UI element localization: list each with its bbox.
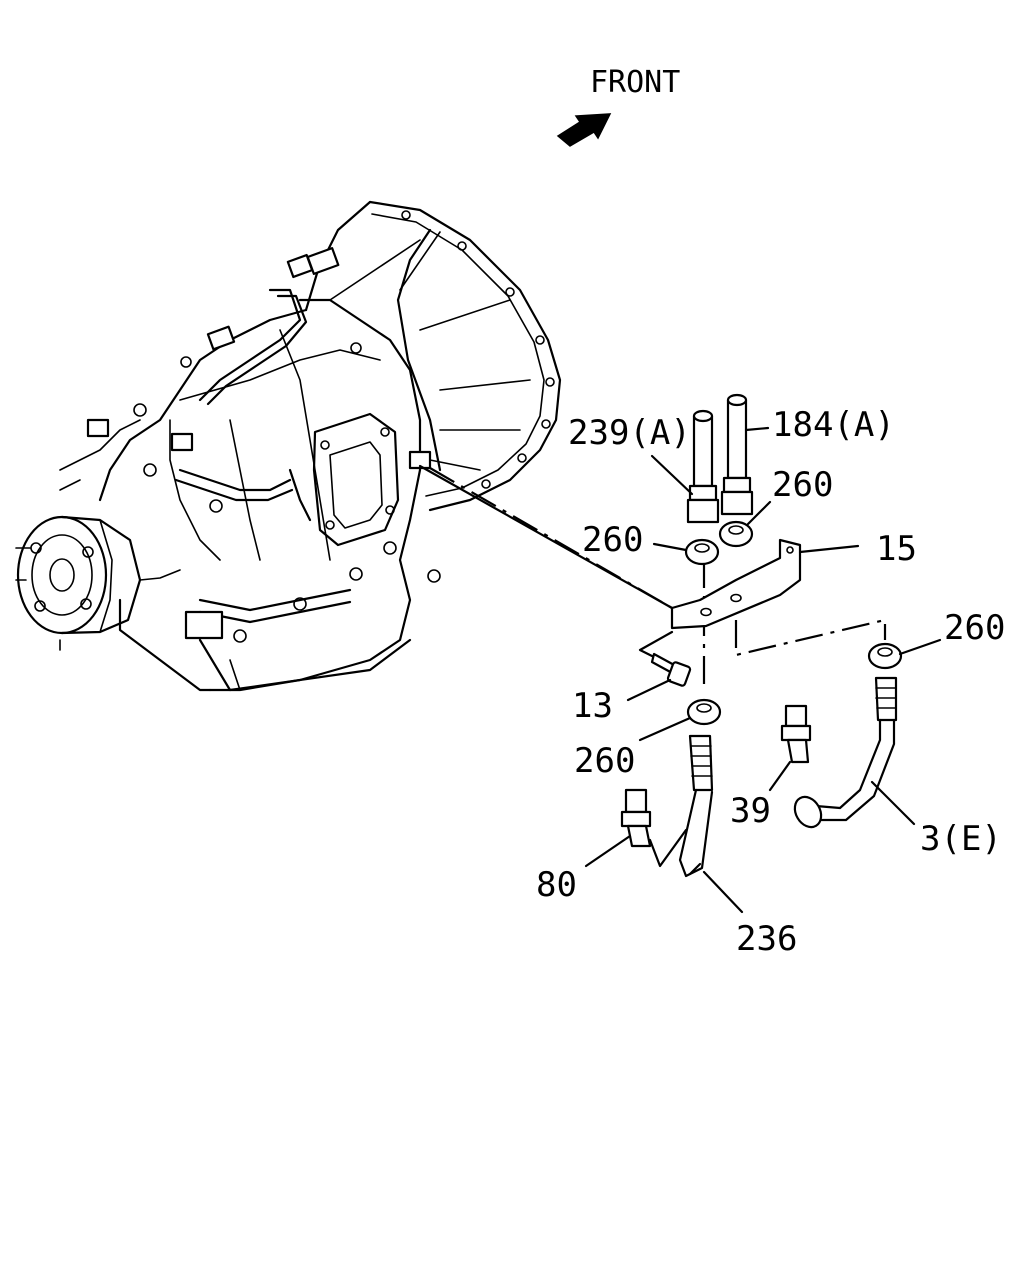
nut-260-top-right [718,520,754,548]
bolt-13 [650,652,692,687]
callout-260-lower: 260 [574,741,635,781]
front-indicator: FRONT [556,65,680,147]
callout-80: 80 [536,865,577,905]
front-label: FRONT [590,65,680,100]
callout-leaders [584,426,942,914]
pipe-3e [793,676,898,829]
front-arrow-icon [556,113,612,147]
nut-260-right [867,642,903,670]
callout-260-top-left: 260 [582,520,643,560]
callout-15: 15 [876,529,917,569]
fitting-80 [620,788,652,848]
fitting-39 [780,704,812,764]
bracket-15 [670,538,802,630]
callout-239a: 239(A) [568,413,691,453]
pipe-184a [720,393,754,516]
pipe-236 [648,734,714,878]
callout-39: 39 [730,791,771,831]
callout-labels: 239(A) 184(A) 260 260 15 260 13 260 39 3… [536,405,1005,959]
nut-260-top-left [684,538,720,566]
transmission-assembly [15,200,562,692]
callout-184a: 184(A) [772,405,895,445]
callout-13: 13 [572,686,613,726]
callout-3e: 3(E) [920,819,1002,859]
callout-260-top-right: 260 [772,465,833,505]
callout-260-right: 260 [944,608,1005,648]
pipe-239a [686,409,720,524]
callout-236: 236 [736,919,797,959]
nut-260-lower [686,698,722,726]
